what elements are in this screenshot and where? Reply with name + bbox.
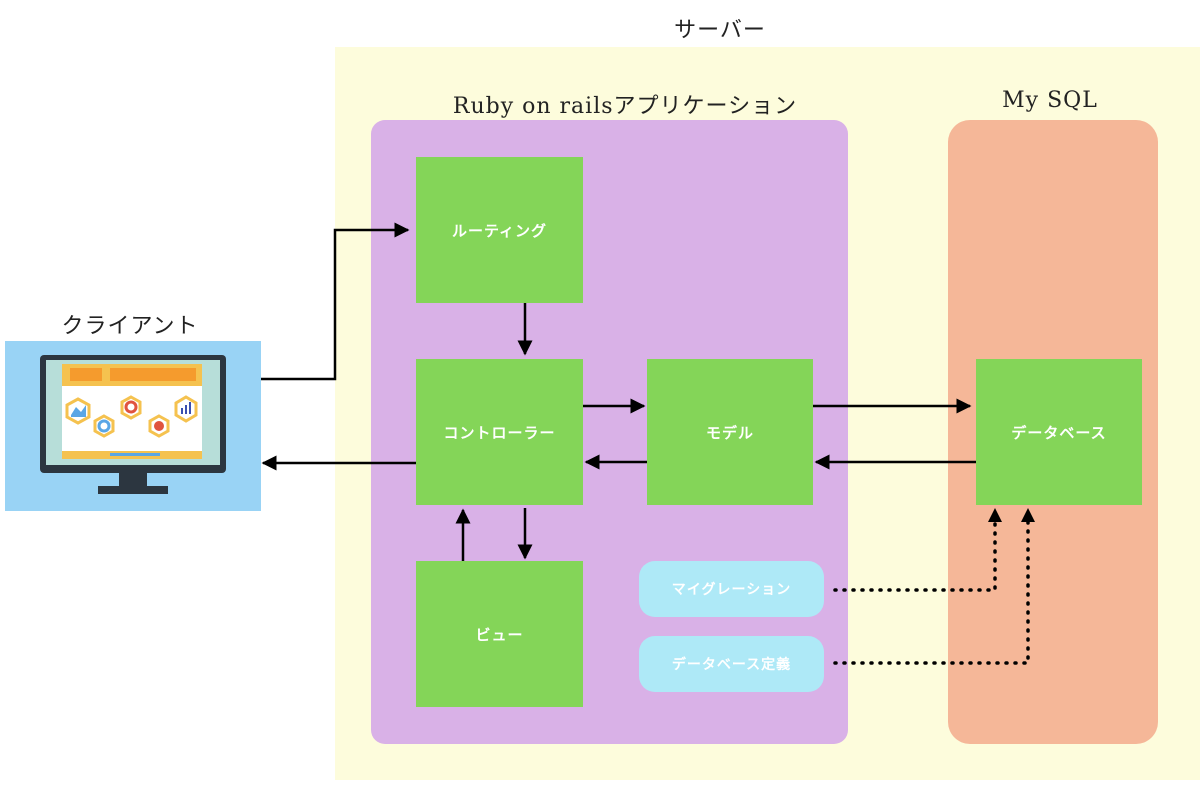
controller-label: コントローラー: [443, 423, 556, 442]
view-node: ビュー: [416, 561, 583, 707]
rails-app-label: Ruby on railsアプリケーション: [452, 94, 798, 119]
database-label: データベース: [1011, 423, 1107, 442]
view-label: ビュー: [475, 625, 524, 644]
routing-node: ルーティング: [416, 157, 583, 303]
database-definition-pill: データベース定義: [639, 636, 824, 692]
model-label: モデル: [705, 423, 754, 442]
mysql-label: My SQL: [1002, 88, 1098, 113]
client-label: クライアント: [61, 314, 199, 339]
controller-node: コントローラー: [416, 359, 583, 505]
routing-label: ルーティング: [451, 221, 548, 240]
migration-label: マイグレーション: [671, 582, 792, 598]
database-definition-label: データベース定義: [671, 657, 792, 673]
desktop-monitor-dashboard-icon: [40, 355, 226, 494]
database-node: データベース: [976, 359, 1142, 505]
migration-pill: マイグレーション: [639, 561, 824, 617]
server-label: サーバー: [674, 18, 766, 43]
model-node: モデル: [647, 359, 813, 505]
